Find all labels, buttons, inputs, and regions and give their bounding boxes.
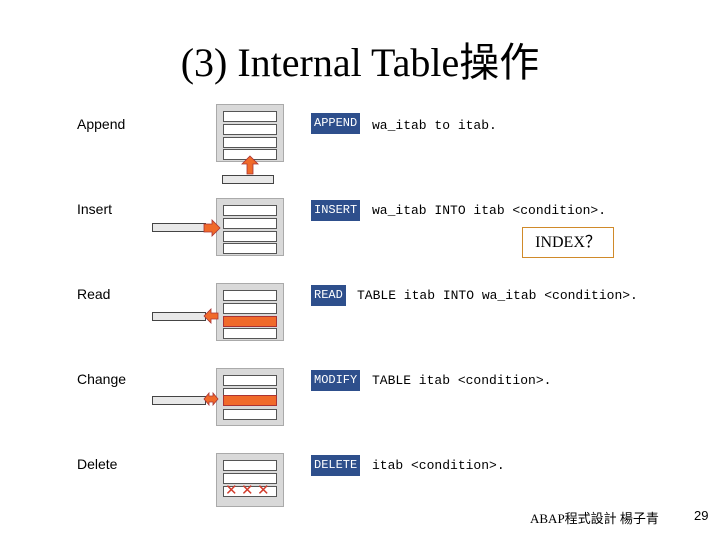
table-row <box>223 460 277 471</box>
code-delete: itab <condition>. <box>372 458 505 473</box>
table-row <box>223 375 277 386</box>
table-row <box>223 486 277 497</box>
footer-text: ABAP程式設計 楊子青 <box>530 511 659 526</box>
delete-x-icon: ✕ <box>225 481 238 499</box>
code-append: wa_itab to itab. <box>372 118 497 133</box>
keyword-insert: INSERT <box>311 200 361 221</box>
table-row <box>223 473 277 484</box>
op-label-insert: Insert <box>77 201 113 217</box>
table-row <box>223 290 277 301</box>
work-area-bar <box>152 396 206 405</box>
table-row <box>223 124 277 135</box>
slide-title: (3) Internal Table操作 <box>180 40 540 85</box>
append-table-diagram <box>216 104 284 162</box>
left-arrow-icon <box>203 308 219 324</box>
delete-table-diagram: ✕ ✕ ✕ <box>216 453 284 507</box>
change-table-diagram <box>216 368 284 426</box>
work-area-bar <box>222 175 274 184</box>
table-row <box>223 231 277 242</box>
op-label-delete: Delete <box>77 456 118 472</box>
double-arrow-icon <box>203 391 219 407</box>
delete-x-icon: ✕ <box>257 481 270 499</box>
index-note: INDEX？ <box>522 227 614 258</box>
op-label-read: Read <box>77 286 111 302</box>
table-row <box>223 243 277 254</box>
page-number: 29 <box>694 508 709 523</box>
work-area-bar <box>152 312 206 321</box>
table-row <box>223 303 277 314</box>
table-row-highlighted <box>223 316 277 327</box>
table-row <box>223 409 277 420</box>
delete-x-icon: ✕ <box>241 481 254 499</box>
table-row <box>223 111 277 122</box>
table-row-highlighted <box>223 395 277 406</box>
up-arrow-icon <box>241 155 259 175</box>
right-arrow-icon <box>203 219 221 237</box>
keyword-delete: DELETE <box>311 455 361 476</box>
code-modify: TABLE itab <condition>. <box>372 373 552 388</box>
keyword-append: APPEND <box>311 113 361 134</box>
op-label-append: Append <box>77 116 126 132</box>
work-area-bar <box>152 223 206 232</box>
keyword-modify: MODIFY <box>311 370 361 391</box>
op-label-change: Change <box>77 371 127 387</box>
read-table-diagram <box>216 283 284 341</box>
insert-table-diagram <box>216 198 284 256</box>
table-row <box>223 328 277 339</box>
table-row <box>223 137 277 148</box>
code-insert: wa_itab INTO itab <condition>. <box>372 203 607 218</box>
code-read: TABLE itab INTO wa_itab <condition>. <box>357 288 638 303</box>
table-row <box>223 205 277 216</box>
keyword-read: READ <box>311 285 346 306</box>
table-row <box>223 218 277 229</box>
